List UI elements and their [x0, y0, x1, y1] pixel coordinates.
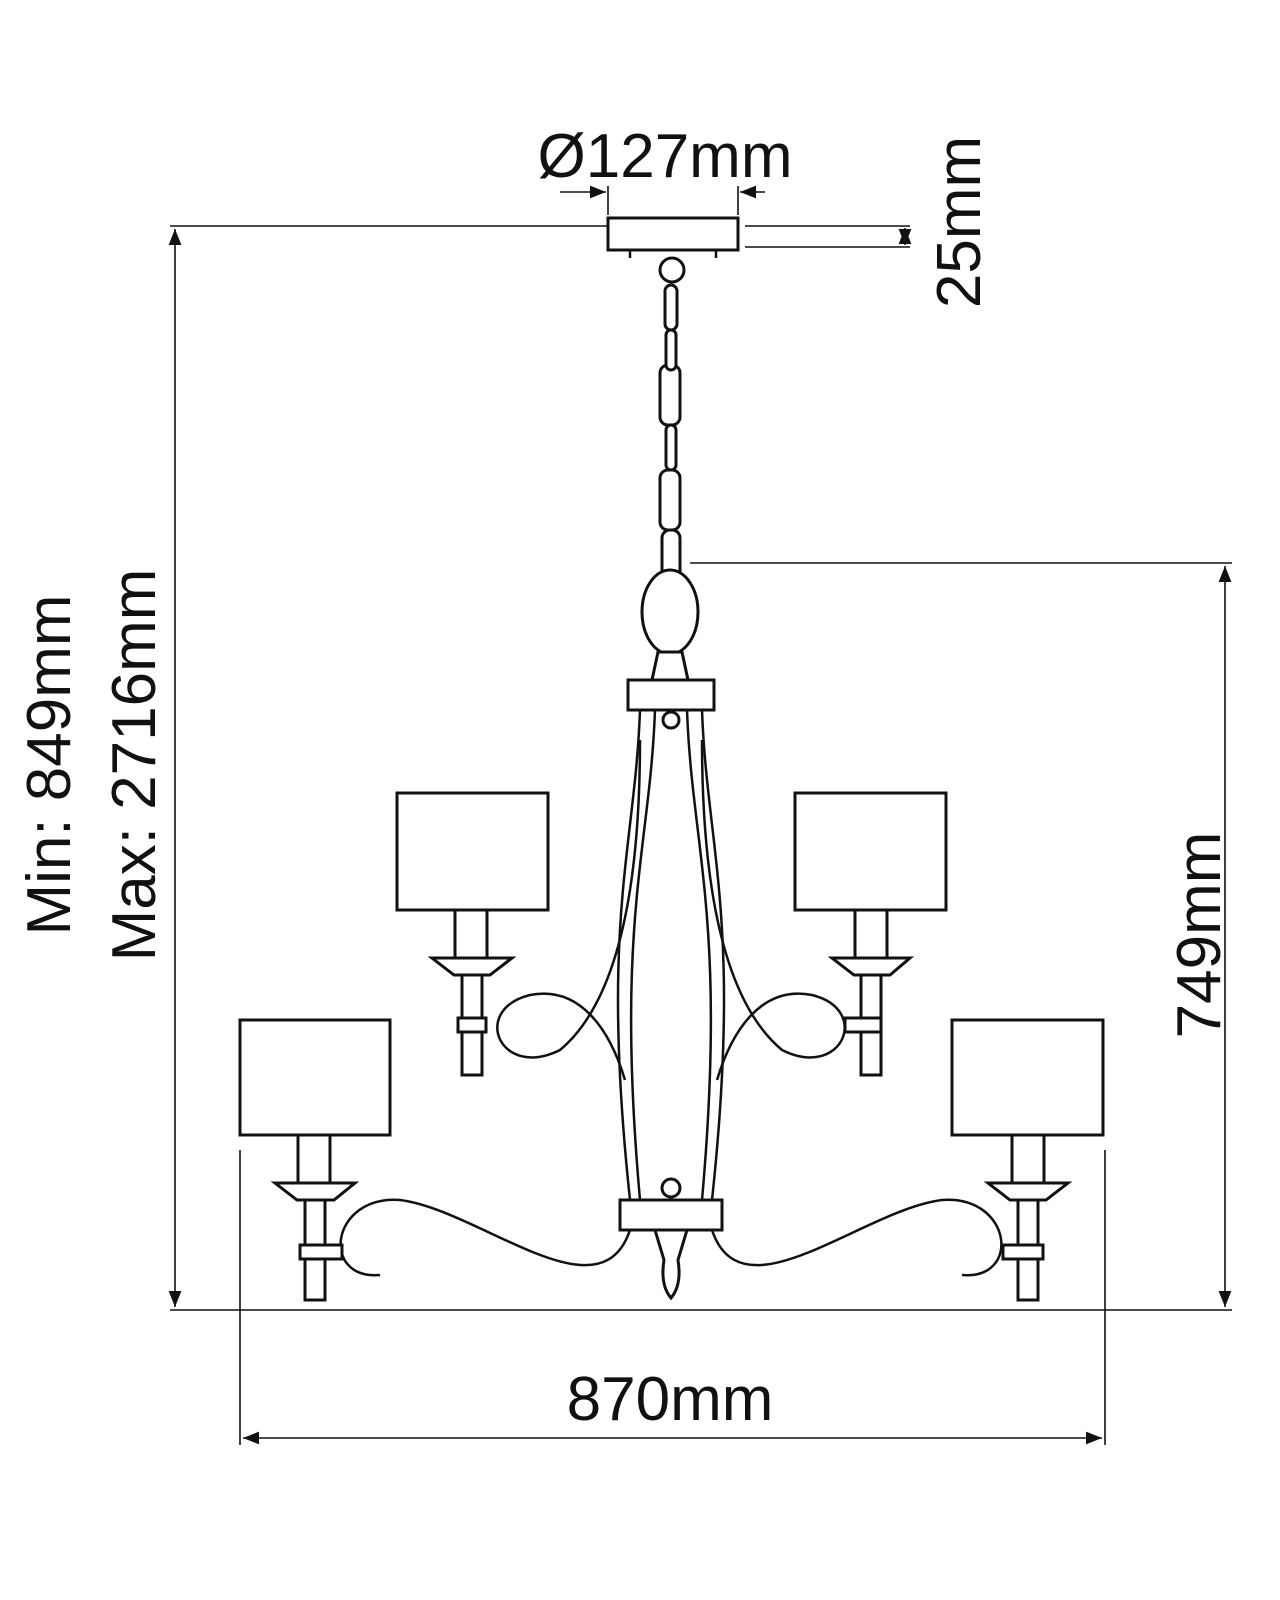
canopy-ring — [658, 256, 686, 284]
arm-upper-right — [793, 791, 948, 1077]
dimension-lines — [168, 185, 1232, 1445]
canopy-diameter-label: Ø127mm — [538, 122, 793, 191]
arm-lower-left — [238, 1018, 392, 1302]
chain — [658, 283, 682, 582]
arm-lower-right — [950, 1018, 1105, 1302]
bottom-collar — [618, 1198, 724, 1232]
body-height-label: 749mm — [1165, 832, 1234, 1039]
finial — [652, 1228, 690, 1301]
width-label: 870mm — [567, 1365, 774, 1434]
canopy-height-label: 25mm — [925, 136, 994, 308]
max-height-label: Max: 2716mm — [100, 569, 169, 962]
min-height-label: Min: 849mm — [15, 594, 84, 935]
top-collar — [626, 678, 716, 712]
ceiling-canopy — [606, 216, 740, 252]
chandelier-drawing — [238, 216, 1105, 1302]
arm-upper-left — [395, 791, 550, 1077]
loop-ring — [640, 568, 700, 656]
